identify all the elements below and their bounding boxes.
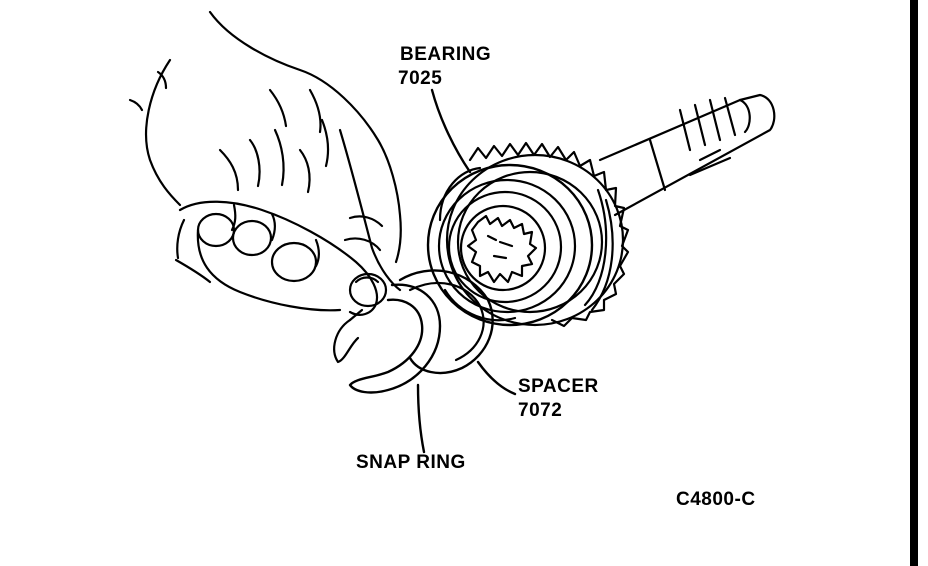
bearing <box>426 163 594 327</box>
figure-code: C4800-C <box>676 489 756 510</box>
spacer-leader <box>476 360 517 396</box>
bearing-label: BEARING <box>400 44 492 65</box>
gear <box>445 141 630 328</box>
hand <box>128 10 402 316</box>
spacer-label: SPACER <box>518 376 599 397</box>
bearing-leader <box>430 88 472 174</box>
spacer <box>398 269 494 375</box>
output-shaft <box>598 93 776 217</box>
snap-ring <box>333 283 442 394</box>
leader-lines <box>416 88 517 454</box>
page-border <box>910 0 918 566</box>
snap-ring-leader <box>416 383 426 454</box>
bearing-part-number: 7025 <box>398 68 443 89</box>
snap-ring-label: SNAP RING <box>356 452 466 473</box>
spacer-part-number: 7072 <box>518 400 563 421</box>
